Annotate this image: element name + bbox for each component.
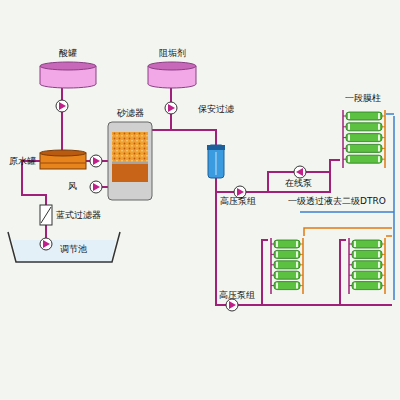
membrane-element bbox=[346, 134, 382, 142]
membrane-column: 一段膜柱 bbox=[340, 108, 386, 170]
cartridge-filter-outline bbox=[208, 145, 224, 178]
membrane-element bbox=[352, 250, 382, 258]
membrane-element bbox=[274, 240, 300, 248]
antiscalant-tank: 阻垢剂 bbox=[148, 62, 196, 88]
membrane-column-outline bbox=[340, 108, 386, 170]
stream-label: 一级透过液去二级DTRO bbox=[288, 196, 386, 207]
membrane-element bbox=[346, 155, 382, 163]
antiscalant-tank-outline bbox=[148, 62, 196, 88]
pump-label: 高压泵组 bbox=[220, 196, 256, 207]
membrane-element bbox=[346, 123, 382, 131]
membrane-element bbox=[352, 261, 382, 269]
node-label: 原水罐 bbox=[9, 156, 36, 167]
node-label: 砂滤器 bbox=[117, 108, 144, 119]
node-label: 一段膜柱 bbox=[345, 93, 381, 104]
pump bbox=[56, 100, 68, 112]
pipe bbox=[45, 225, 47, 232]
pipe bbox=[152, 130, 216, 145]
node-label: 酸罐 bbox=[59, 48, 77, 59]
membrane-element bbox=[274, 250, 300, 258]
membrane-element bbox=[274, 271, 300, 279]
basket-filter: 蓝式过滤器 bbox=[40, 205, 52, 225]
basket-filter-outline bbox=[40, 205, 52, 225]
permeate-line bbox=[300, 114, 394, 300]
pump-label: 高压泵组 bbox=[219, 290, 255, 301]
acid-tank: 酸罐 bbox=[40, 62, 96, 88]
online-pump bbox=[294, 166, 306, 178]
pipe bbox=[171, 88, 216, 145]
node-label: 保安过滤 bbox=[198, 104, 234, 115]
node-label: 蓝式过滤器 bbox=[56, 210, 101, 221]
concentrate-line bbox=[304, 228, 392, 236]
pump bbox=[40, 238, 52, 250]
membrane-element bbox=[352, 271, 382, 279]
raw-water-tank: 原水罐 bbox=[40, 150, 86, 172]
pump-arrow bbox=[43, 240, 50, 248]
air-label: 风 bbox=[68, 181, 77, 192]
raw-water-tank-outline bbox=[40, 150, 86, 172]
membrane-element bbox=[352, 240, 382, 248]
membrane-element bbox=[352, 282, 382, 290]
membrane-element bbox=[274, 282, 300, 290]
membrane-element bbox=[346, 112, 382, 120]
node-label: 阻垢剂 bbox=[159, 48, 186, 59]
sand-filter-outline bbox=[108, 122, 152, 200]
high-pressure-pump bbox=[226, 299, 238, 311]
pipe bbox=[216, 160, 340, 192]
pump bbox=[165, 102, 177, 114]
pipe bbox=[61, 88, 63, 150]
pump bbox=[90, 155, 102, 167]
sand-filter: 砂滤器 bbox=[108, 122, 152, 200]
node-label: 调节池 bbox=[60, 244, 87, 255]
membrane-element bbox=[274, 261, 300, 269]
equalization-basin: 调节池 bbox=[8, 232, 120, 262]
pump-label: 在线泵 bbox=[285, 178, 312, 189]
membrane-element bbox=[346, 144, 382, 152]
membrane-stacks bbox=[271, 238, 385, 294]
acid-tank-outline bbox=[40, 62, 96, 88]
air-blower bbox=[90, 181, 102, 193]
cartridge-filter: 保安过滤 bbox=[208, 145, 224, 178]
